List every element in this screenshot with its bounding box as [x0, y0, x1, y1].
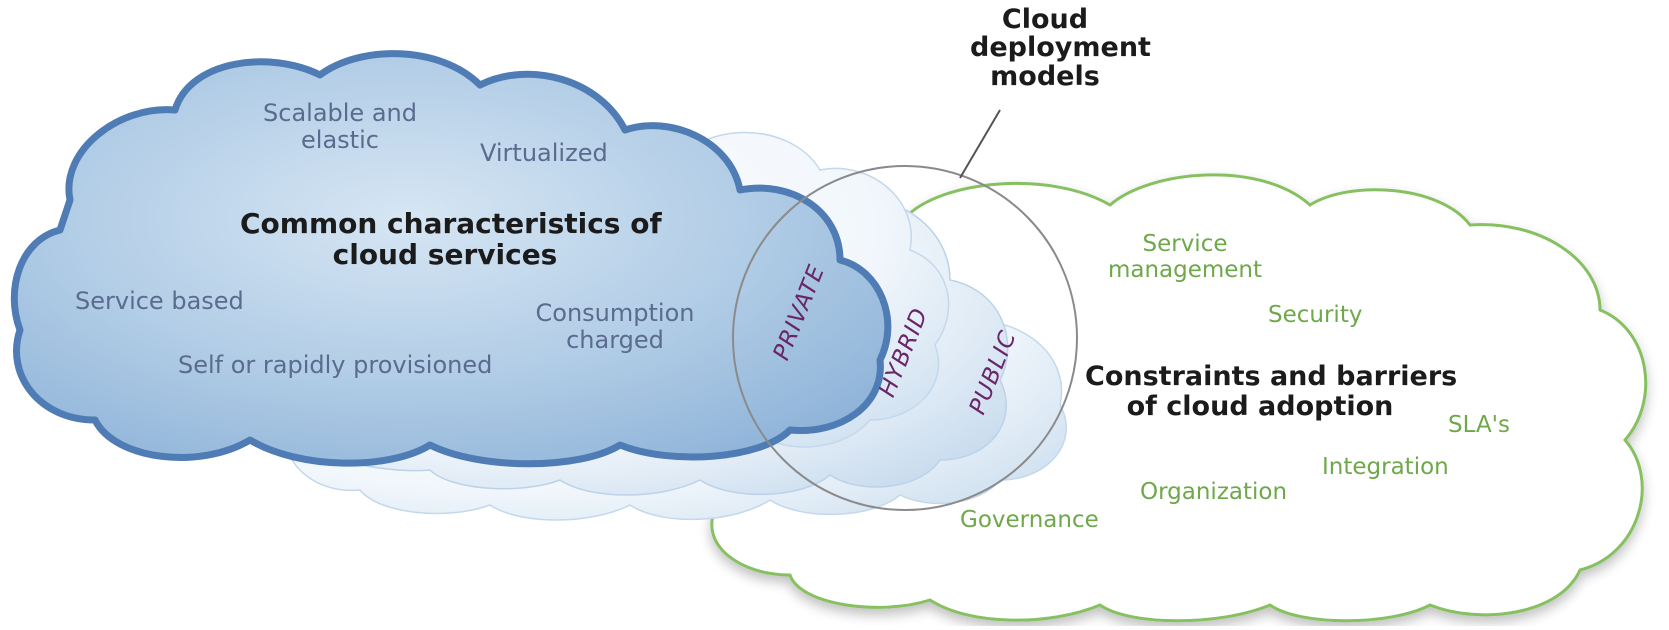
virtualized-label: Virtualized [480, 139, 608, 167]
consumption-line-1: Consumption [535, 299, 695, 327]
service-based-label: Service based [75, 287, 244, 315]
blue-cloud-heading-line-2: cloud services [332, 238, 558, 272]
self-provisioned-label: Self or rapidly provisioned [178, 351, 493, 379]
blue-cloud-heading-line-1: Common characteristics of [240, 207, 662, 240]
service-mgmt-line-1: Service [1142, 231, 1228, 257]
service-management-label: Service management [1105, 231, 1265, 284]
blue-cloud-heading: Common characteristics of cloud services [240, 207, 662, 272]
integration-label: Integration [1322, 454, 1449, 480]
callout-title: Cloud deployment models [970, 4, 1151, 92]
deployment-models-circle [732, 165, 1078, 511]
callout-title-line-1: Cloud [1001, 4, 1089, 35]
governance-label: Governance [960, 507, 1099, 533]
green-cloud-heading-line-1: Constraints and barriers [1085, 361, 1458, 392]
callout-title-line-3: models [990, 60, 1100, 92]
slas-label: SLA's [1448, 412, 1510, 438]
callout-title-line-2: deployment [970, 32, 1151, 64]
organization-label: Organization [1140, 479, 1288, 505]
service-mgmt-line-2: management [1107, 256, 1263, 283]
scalable-line-1: Scalable and [263, 99, 417, 127]
consumption-charged-label: Consumption charged [530, 300, 700, 354]
security-label: Security [1268, 302, 1363, 328]
callout-line [959, 109, 1001, 179]
scalable-elastic-label: Scalable and elastic [250, 100, 430, 154]
blue-cloud-shape [10, 50, 892, 468]
scalable-line-2: elastic [301, 125, 379, 154]
green-cloud-heading: Constraints and barriers of cloud adopti… [1085, 361, 1458, 423]
green-cloud-heading-line-2: of cloud adoption [1126, 391, 1394, 423]
consumption-line-2: charged [566, 325, 664, 354]
